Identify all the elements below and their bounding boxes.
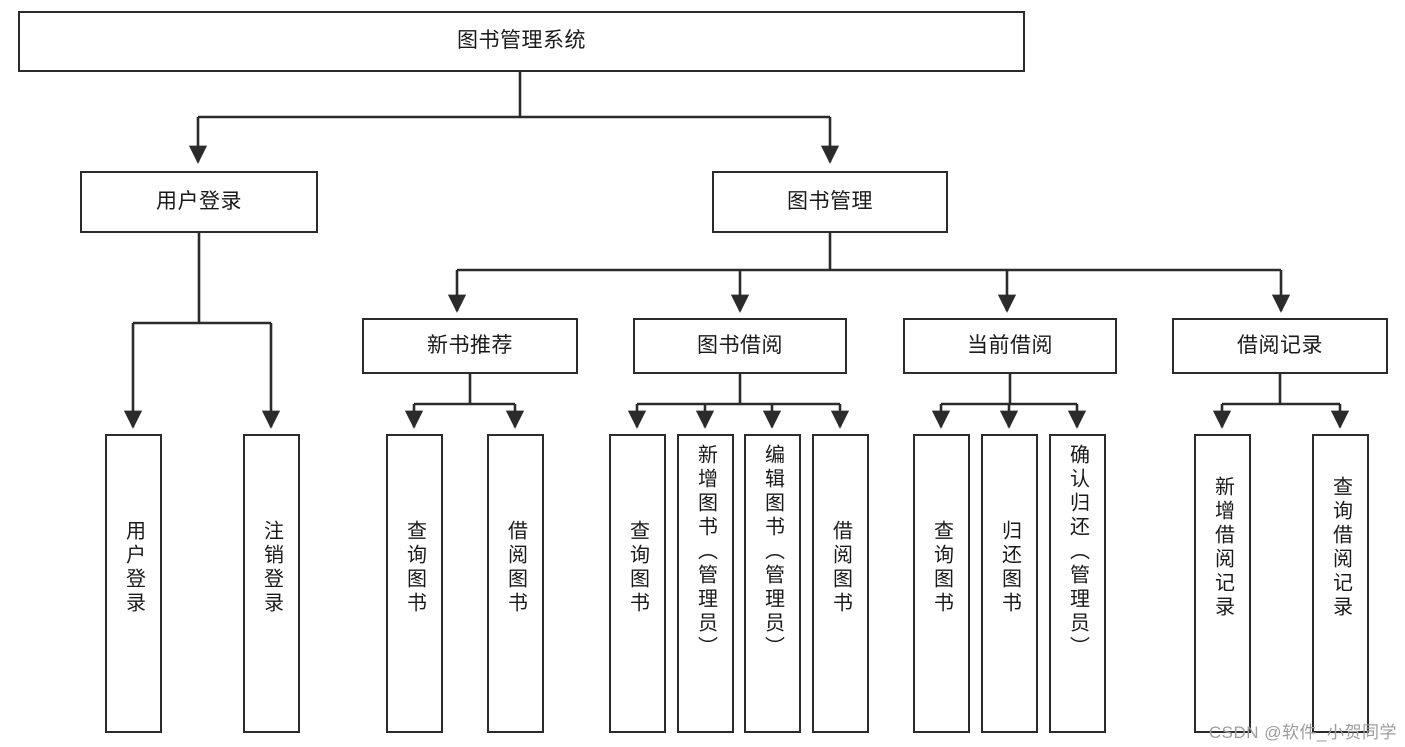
node-book-borrow-label: 图书借阅: [697, 333, 783, 357]
node-leaf-edit-book[interactable]: 编辑图书（管理员）: [744, 434, 801, 733]
node-book-manage[interactable]: 图书管理: [712, 171, 948, 233]
node-book-borrow[interactable]: 图书借阅: [633, 318, 847, 374]
node-leaf-borrow-book-2[interactable]: 借阅图书: [812, 434, 869, 733]
node-leaf-query-book-1-label: 查询图书: [403, 520, 426, 616]
node-leaf-user-login[interactable]: 用户登录: [105, 434, 162, 733]
node-leaf-query-book-2-label: 查询图书: [626, 520, 649, 616]
node-leaf-return-book[interactable]: 归还图书: [981, 434, 1038, 733]
node-leaf-query-book-2[interactable]: 查询图书: [609, 434, 666, 733]
node-user-login[interactable]: 用户登录: [80, 171, 318, 233]
node-leaf-add-book-label: 新增图书（管理员）: [694, 444, 717, 660]
node-leaf-borrow-book-1-label: 借阅图书: [504, 520, 527, 616]
node-leaf-borrow-book-1[interactable]: 借阅图书: [487, 434, 544, 733]
node-borrow-record-label: 借阅记录: [1237, 333, 1323, 357]
node-root[interactable]: 图书管理系统: [18, 11, 1025, 72]
node-current-borrow-label: 当前借阅: [967, 333, 1053, 357]
node-user-login-label: 用户登录: [156, 189, 242, 213]
node-leaf-confirm-return-label: 确认归还（管理员）: [1066, 444, 1089, 660]
node-leaf-query-book-3[interactable]: 查询图书: [913, 434, 970, 733]
node-root-label: 图书管理系统: [457, 29, 586, 53]
node-leaf-user-logout-label: 注销登录: [260, 520, 283, 616]
node-leaf-return-book-label: 归还图书: [998, 520, 1021, 616]
node-leaf-user-login-label: 用户登录: [122, 520, 145, 616]
csdn-watermark: CSDN @软件_小贺同学: [1208, 723, 1397, 742]
node-leaf-query-book-3-label: 查询图书: [930, 520, 953, 616]
node-leaf-user-logout[interactable]: 注销登录: [243, 434, 300, 733]
node-leaf-query-record[interactable]: 查询借阅记录: [1312, 434, 1369, 733]
node-borrow-record[interactable]: 借阅记录: [1172, 318, 1388, 374]
node-book-manage-label: 图书管理: [787, 189, 873, 213]
node-leaf-edit-book-label: 编辑图书（管理员）: [761, 444, 784, 660]
node-leaf-query-record-label: 查询借阅记录: [1329, 476, 1352, 620]
node-leaf-query-book-1[interactable]: 查询图书: [386, 434, 443, 733]
node-new-book-rec[interactable]: 新书推荐: [362, 318, 578, 374]
node-leaf-confirm-return[interactable]: 确认归还（管理员）: [1049, 434, 1106, 733]
node-leaf-add-record-label: 新增借阅记录: [1211, 476, 1234, 620]
node-new-book-rec-label: 新书推荐: [427, 333, 513, 357]
node-leaf-add-record[interactable]: 新增借阅记录: [1194, 434, 1251, 733]
node-leaf-add-book[interactable]: 新增图书（管理员）: [677, 434, 734, 733]
node-leaf-borrow-book-2-label: 借阅图书: [829, 520, 852, 616]
node-current-borrow[interactable]: 当前借阅: [903, 318, 1117, 374]
